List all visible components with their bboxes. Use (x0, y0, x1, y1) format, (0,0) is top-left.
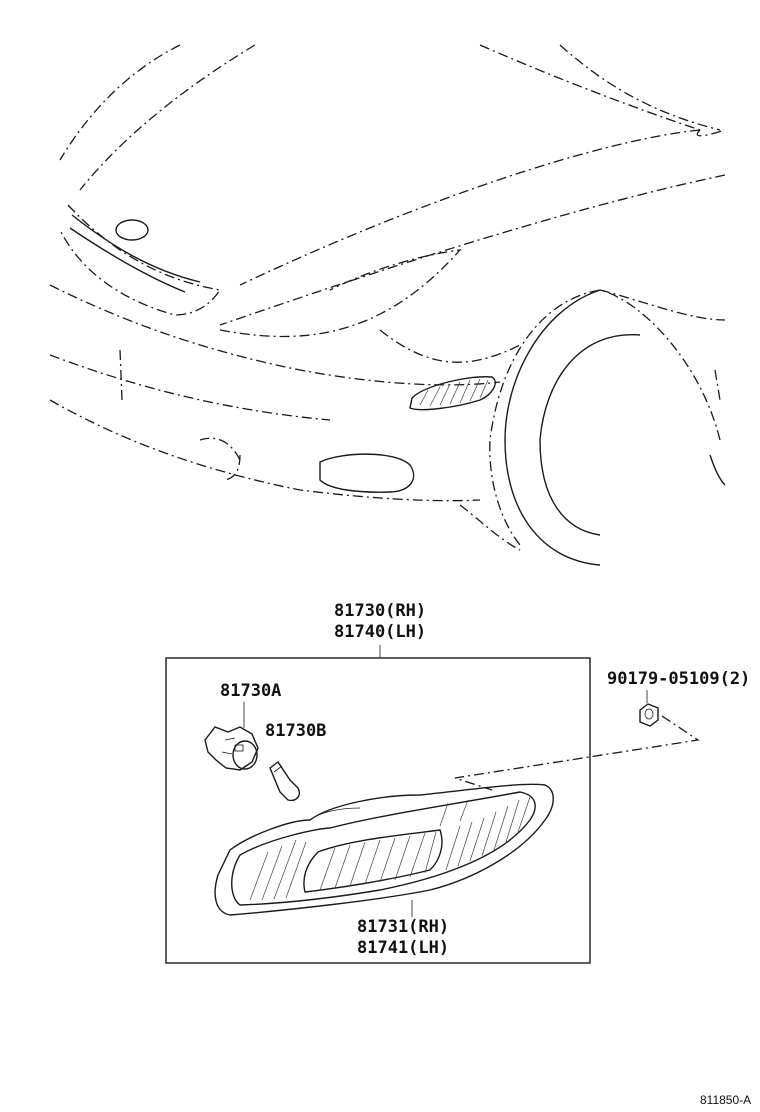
figure-code: 811850-A (700, 1093, 751, 1107)
lens-lh-label: 81741(LH) (357, 938, 449, 958)
car-front-illustration (49, 44, 726, 566)
bulb-part (269, 760, 300, 802)
assembly-lh-label: 81740(LH) (334, 622, 426, 642)
socket-part (204, 726, 259, 771)
nut-leader-line (454, 715, 700, 791)
nut-label: 90179-05109(2) (607, 669, 750, 689)
nut-part (639, 703, 659, 727)
assembly-rh-label: 81730(RH) (334, 601, 426, 621)
bulb-label: 81730B (265, 721, 326, 741)
lens-hatch (249, 796, 531, 901)
lens-rh-label: 81731(RH) (357, 917, 449, 937)
assembly-box (165, 657, 591, 964)
side-marker-lens (214, 783, 554, 916)
car-marker-hatch (419, 378, 489, 407)
socket-label: 81730A (220, 681, 281, 701)
